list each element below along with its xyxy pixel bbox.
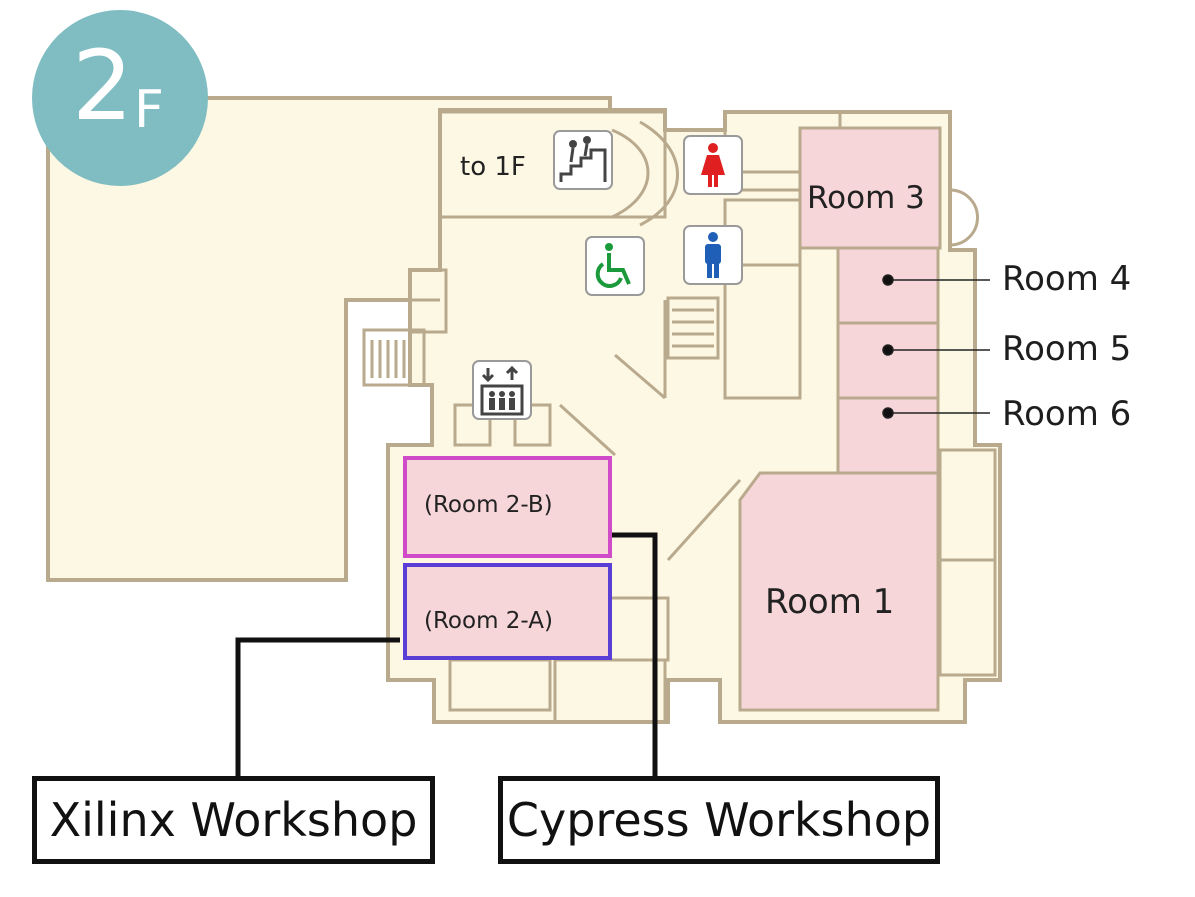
men-restroom-icon xyxy=(683,225,743,285)
cypress-connector xyxy=(612,532,658,778)
xilinx-connector xyxy=(235,637,400,778)
stairs-label: to 1F xyxy=(460,152,526,182)
room-3-label: Room 3 xyxy=(807,180,925,216)
room-2b-label: (Room 2-B) xyxy=(424,492,553,518)
elevator-icon xyxy=(472,360,532,420)
room-6-label: Room 6 xyxy=(1002,394,1132,434)
room-2b-area xyxy=(403,456,612,558)
cypress-workshop-label: Cypress Workshop xyxy=(506,793,932,847)
room-2a-area xyxy=(403,563,612,660)
women-restroom-icon xyxy=(683,135,743,195)
room-5-label: Room 5 xyxy=(1002,329,1132,369)
wheelchair-restroom-icon xyxy=(585,236,645,296)
floor-number: 2 xyxy=(72,30,134,142)
cypress-workshop-box: Cypress Workshop xyxy=(498,776,940,864)
xilinx-workshop-box: Xilinx Workshop xyxy=(32,776,435,864)
room-1-label: Room 1 xyxy=(765,582,895,622)
room-2a-label: (Room 2-A) xyxy=(424,608,553,634)
room-3-area xyxy=(798,126,942,250)
floor-suffix: F xyxy=(134,80,164,140)
floor-badge: 2 F xyxy=(32,10,208,186)
side-stairs xyxy=(362,328,426,387)
room-1-area xyxy=(738,471,940,712)
room-5-area xyxy=(836,321,940,400)
stairs-icon xyxy=(553,130,613,190)
xilinx-workshop-label: Xilinx Workshop xyxy=(49,793,418,847)
stair-room xyxy=(438,110,667,219)
room-4-label: Room 4 xyxy=(1002,259,1132,299)
